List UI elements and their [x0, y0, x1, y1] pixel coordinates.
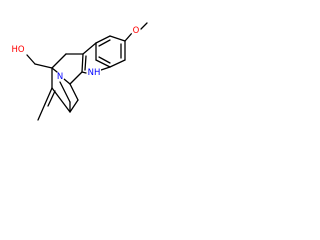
bond-benzene-1 — [109, 35, 126, 42]
oxygen-methoxy-label: O — [133, 26, 140, 36]
bond-pyrrole-1 — [82, 42, 97, 55]
bond-pyrrole-3 — [81, 71, 87, 74]
bond-c21-n — [63, 78, 71, 85]
bond-benzene-inner-2 — [98, 56, 111, 64]
indole-nh-label: NH — [88, 68, 101, 78]
amine-n-bg — [55, 72, 65, 82]
bond-ch2-oh — [26, 54, 36, 65]
bond-ethylidene-double-2 — [47, 90, 56, 107]
bonds — [26, 22, 148, 121]
bond-n-c18 — [59, 81, 71, 103]
bond-c2-c21 — [69, 71, 83, 85]
structure-canvas: O HO NH N — [9, 22, 148, 121]
bond-benzene-5 — [109, 59, 126, 68]
bond-pyrrole-4 — [100, 66, 111, 71]
atom-labels: O HO NH N — [9, 26, 141, 82]
bond-ethylidene-double-1 — [44, 87, 53, 105]
bond-c14-c15 — [51, 53, 67, 69]
oxygen-methoxy-bg — [131, 26, 141, 36]
bond-o-aryl — [124, 32, 133, 42]
bond-ethylidene-methyl — [37, 103, 46, 121]
bond-pyrrole-inner — [84, 55, 87, 71]
hydroxyl-bg — [9, 45, 25, 56]
bond-c15-ch2 — [34, 63, 53, 69]
hydroxyl-label: HO — [11, 45, 24, 55]
molecule-structure-diagram: O HO NH N — [0, 0, 150, 150]
bond-benzene-4 — [95, 59, 111, 68]
amine-n-label: N — [57, 72, 63, 82]
bond-methyl-o — [139, 22, 148, 31]
bond-c19-c20 — [69, 99, 79, 113]
bond-benzene-inner-1 — [98, 39, 111, 47]
bond-benzene-2 — [95, 35, 111, 44]
bond-n-c15 — [51, 67, 58, 73]
bond-c21-c19 — [69, 83, 79, 101]
indole-nh-bg — [87, 68, 101, 79]
bond-pyrrole-2 — [81, 53, 84, 73]
